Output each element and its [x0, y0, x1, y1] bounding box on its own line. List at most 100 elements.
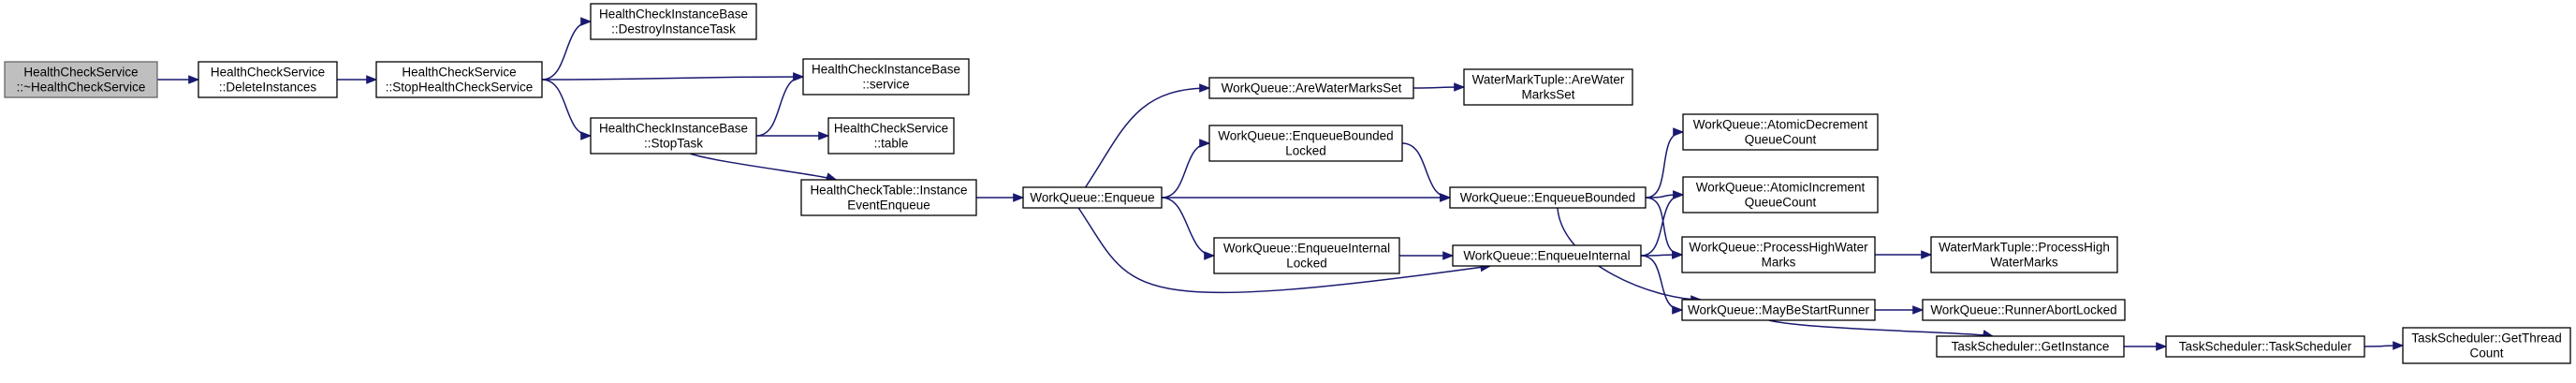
- edge-enq-b-to-maybe-sr: [1557, 207, 1703, 304]
- node-label-line: WaterMarks: [1990, 256, 2058, 270]
- node-label-line: HealthCheckService: [23, 66, 138, 80]
- node-box: [1463, 68, 1633, 106]
- node-runner-abort[interactable]: WorkQueue::RunnerAbortLocked: [1922, 299, 2126, 321]
- node-label-line: EventEnqueue: [847, 199, 930, 213]
- node-label-line: WorkQueue::ProcessHighWater: [1689, 241, 1868, 255]
- node-label-line: WorkQueue::EnqueueBounded: [1460, 191, 1635, 205]
- edge-stop-hcs-to-destroy-task: [541, 17, 593, 81]
- edge-stop-hcs-to-service: [541, 72, 805, 81]
- node-label-line: QueueCount: [1745, 133, 1817, 147]
- node-box: [1682, 176, 1879, 214]
- node-label-line: WorkQueue::MayBeStartRunner: [1688, 303, 1870, 317]
- node-service[interactable]: HealthCheckInstanceBase::service: [802, 58, 970, 96]
- edge-are-wm-to-wmt-are: [1412, 82, 1466, 92]
- node-box: [590, 3, 757, 40]
- node-label-line: TaskScheduler::TaskScheduler: [2179, 340, 2352, 354]
- node-box: [1208, 77, 1414, 99]
- edge-enqueue-to-enq-il: [1161, 197, 1216, 260]
- node-label-line: ::table: [874, 137, 909, 151]
- node-box: [1922, 299, 2126, 321]
- node-label-line: ::~HealthCheckService: [17, 81, 146, 95]
- node-label-line: HealthCheckInstanceBase: [599, 7, 748, 22]
- node-stop-task[interactable]: HealthCheckInstanceBase::StopTask: [590, 117, 757, 155]
- edge-enq-b-to-atom-dec: [1645, 127, 1685, 199]
- node-label-line: Locked: [1286, 257, 1327, 271]
- node-enq-i[interactable]: WorkQueue::EnqueueInternal: [1452, 244, 1642, 267]
- node-ts-get-inst[interactable]: TaskScheduler::GetInstance: [1936, 335, 2125, 358]
- node-box: [1681, 236, 1876, 273]
- node-box: [802, 58, 970, 96]
- node-delete-instances[interactable]: HealthCheckService::DeleteInstances: [198, 61, 338, 98]
- edge-enqueue-to-enq-bl: [1161, 139, 1211, 199]
- node-table[interactable]: HealthCheckService::table: [827, 117, 955, 155]
- node-box: [4, 61, 158, 98]
- node-are-wm[interactable]: WorkQueue::AreWaterMarksSet: [1208, 77, 1414, 99]
- node-label-line: ::service: [862, 78, 909, 92]
- node-box: [800, 179, 977, 216]
- node-label-line: ::StopTask: [644, 137, 703, 151]
- node-enqueue[interactable]: WorkQueue::Enqueue: [1022, 186, 1163, 209]
- node-root[interactable]: HealthCheckService::~HealthCheckService: [4, 61, 158, 98]
- edge-enqueue-to-enq-i: [1077, 207, 1492, 294]
- node-label-line: MarksSet: [1521, 88, 1574, 102]
- node-box: [1449, 186, 1647, 209]
- edge-enq-b-to-proc-hw: [1645, 197, 1684, 259]
- edge-enq-i-to-maybe-sr: [1640, 255, 1684, 315]
- node-label-line: QueueCount: [1745, 196, 1817, 210]
- node-ts-ctor[interactable]: TaskScheduler::TaskScheduler: [2165, 335, 2365, 358]
- node-label-line: WaterMarkTuple::AreWater: [1472, 73, 1625, 87]
- node-box: [1936, 335, 2125, 358]
- node-box: [827, 117, 955, 155]
- node-label-line: WaterMarkTuple::ProcessHigh: [1939, 241, 2110, 255]
- node-label-line: ::StopHealthCheckService: [386, 81, 534, 95]
- node-wmt-are[interactable]: WaterMarkTuple::AreWaterMarksSet: [1463, 68, 1633, 106]
- node-maybe-sr[interactable]: WorkQueue::MayBeStartRunner: [1681, 299, 1876, 321]
- node-label-line: Marks: [1762, 256, 1796, 270]
- node-label-line: HealthCheckService: [211, 66, 325, 80]
- node-label-line: HealthCheckInstanceBase: [599, 122, 748, 136]
- node-label-line: WorkQueue::EnqueueInternal: [1463, 249, 1630, 263]
- node-destroy-task[interactable]: HealthCheckInstanceBase::DestroyInstance…: [590, 3, 757, 40]
- node-label-line: WorkQueue::AtomicIncrement: [1696, 181, 1866, 195]
- node-label-line: WorkQueue::AtomicDecrement: [1693, 118, 1868, 132]
- edge-maybe-sr-to-ts-get-inst: [1768, 319, 1995, 339]
- edge-stop-task-to-service: [755, 72, 805, 137]
- node-label-line: TaskScheduler::GetThread: [2411, 331, 2562, 346]
- edge-enq-bl-to-enq-b: [1401, 142, 1452, 202]
- node-box: [375, 61, 543, 98]
- node-box: [198, 61, 338, 98]
- node-label-line: WorkQueue::RunnerAbortLocked: [1930, 303, 2116, 317]
- node-box: [1213, 237, 1400, 274]
- node-box: [590, 117, 757, 155]
- node-enq-b[interactable]: WorkQueue::EnqueueBounded: [1449, 186, 1647, 209]
- node-stop-hcs[interactable]: HealthCheckService::StopHealthCheckServi…: [375, 61, 543, 98]
- node-box: [1681, 299, 1876, 321]
- call-edges: [157, 17, 2405, 351]
- edge-enqueue-to-are-wm: [1084, 83, 1211, 188]
- node-label-line: Count: [2469, 346, 2503, 361]
- node-box: [1452, 244, 1642, 267]
- node-label-line: HealthCheckInstanceBase: [812, 63, 960, 77]
- node-box: [1022, 186, 1163, 209]
- node-label-line: TaskScheduler::GetInstance: [1952, 340, 2110, 354]
- node-label-line: HealthCheckTable::Instance: [810, 184, 967, 198]
- node-box: [1208, 125, 1403, 162]
- edge-enq-i-to-proc-hw: [1640, 250, 1684, 259]
- node-label-line: HealthCheckService: [402, 66, 516, 80]
- node-label-line: HealthCheckService: [834, 122, 948, 136]
- node-box: [2165, 335, 2365, 358]
- node-label-line: WorkQueue::AreWaterMarksSet: [1222, 81, 1402, 96]
- edge-stop-hcs-to-stop-task: [541, 79, 593, 140]
- node-label-line: WorkQueue::EnqueueInternal: [1223, 242, 1390, 256]
- node-box: [1930, 236, 2118, 273]
- node-label-line: Locked: [1285, 144, 1326, 158]
